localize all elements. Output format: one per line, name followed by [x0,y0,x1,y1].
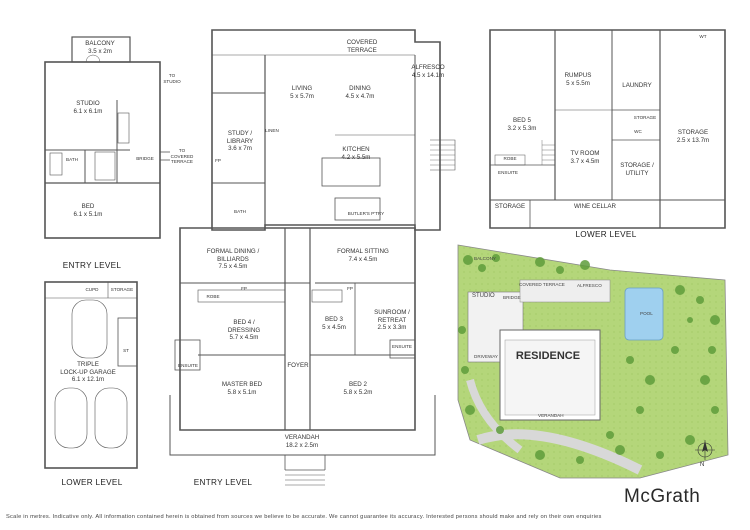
label-robe-bed5: ROBE [503,156,517,161]
site-residence-label: RESIDENCE [515,350,581,362]
label-fp-study: FP [215,158,221,163]
studio-entry-level-plan [44,36,170,239]
site-alfresco-label: ALFRESCO [577,283,602,288]
room-ensuite-lower: ENSUITE [498,170,518,175]
room-wine-cellar: WINE CELLAR [574,203,616,210]
site-verandah-label: VERANDAH [538,413,564,418]
site-pool-label: POOL [640,311,653,316]
mcgrath-logo: McGrath [624,486,701,507]
room-butlers-pantry: BUTLER'S P'TRY [347,211,385,216]
level-label-lower-garage: LOWER LEVEL [61,478,123,487]
label-fp-dining: FP [241,286,247,291]
site-plan [457,244,729,479]
room-storage-lower: STORAGE [494,203,526,210]
site-bridge-label: BRIDGE [503,295,521,300]
label-wt: WT [699,34,707,39]
label-storage-small: STORAGE [633,115,657,120]
label-storage-garage: STORAGE [110,287,134,292]
north-label: N [700,462,705,468]
site-balcony-label: BALCONY [474,256,496,261]
room-storage-utility: STORAGE /UTILITY [620,162,654,177]
site-covered-terrace-label: COVERED TERRACE [519,282,565,287]
label-fp-sitting: FP [347,286,353,291]
room-ensuite-master: ENSUITE [178,363,198,368]
garage-lower-level-plan [44,281,138,469]
level-label-lower-main: LOWER LEVEL [575,230,637,239]
room-laundry: LAUNDRY [622,82,652,89]
room-bath-main: BATH [234,209,246,214]
disclaimer-text: Scale in metres. Indicative only. All in… [6,514,602,520]
room-ensuite-sunroom: ENSUITE [392,344,412,349]
site-driveway-label: DRIVEWAY [474,354,498,359]
level-label-entry-main: ENTRY LEVEL [193,478,253,487]
main-house-entry-level-plan [169,29,456,486]
label-st: ST [123,348,129,353]
room-bath-studio: BATH [66,157,78,162]
room-foyer: FOYER [287,362,309,369]
label-wc: WC [634,129,642,134]
label-robe-bed4: ROBE [206,294,220,299]
label-bridge: BRIDGE [136,156,154,161]
label-cupd: CUPD [85,287,99,292]
level-label-entry-studio: ENTRY LEVEL [62,261,122,270]
label-linen: LINEN [265,128,279,133]
lower-level-plan [489,29,726,229]
site-studio-label: STUDIO [472,293,495,299]
